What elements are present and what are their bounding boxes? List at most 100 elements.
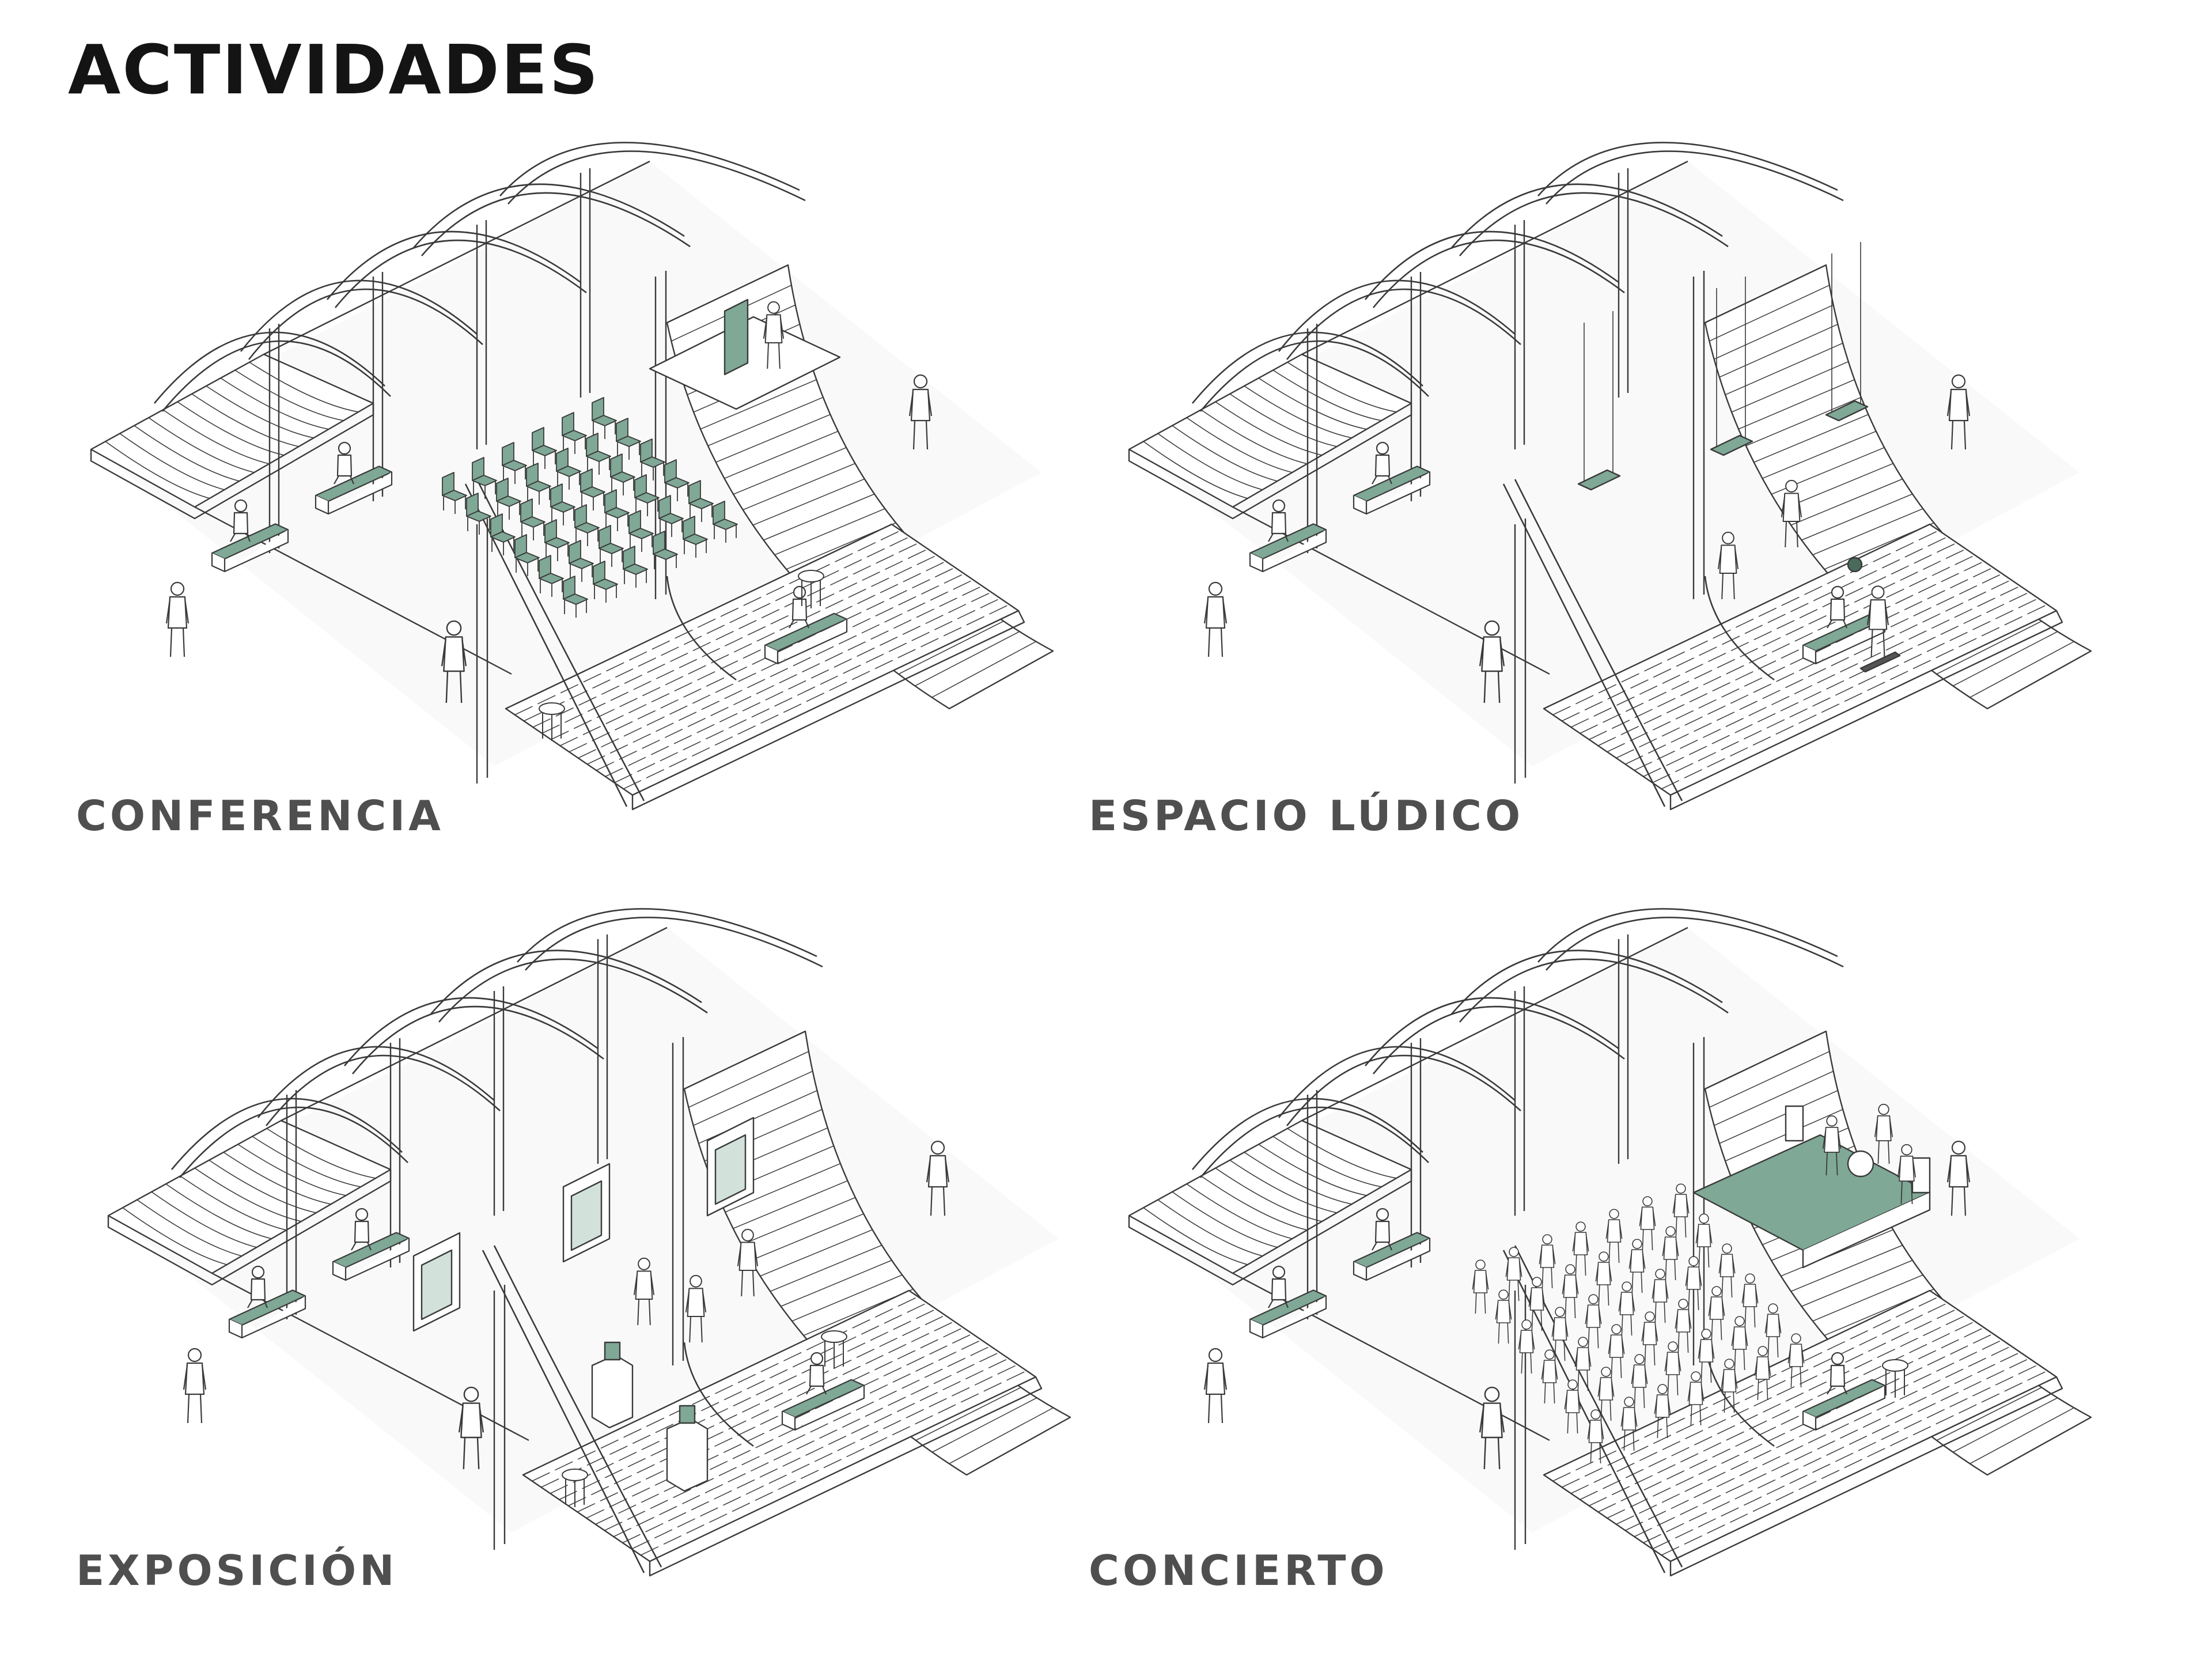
chair xyxy=(472,457,497,499)
person-figure xyxy=(1946,1140,1971,1216)
person-figure xyxy=(1708,1286,1725,1341)
person-figure xyxy=(1574,1337,1592,1391)
pavilion-play-space-drawing xyxy=(1128,142,2092,811)
arch-beams xyxy=(153,142,806,807)
panel-label-espacio-ludico: ESPACIO LÚDICO xyxy=(1089,792,1524,840)
panel-espacio-ludico: ESPACIO LÚDICO xyxy=(1089,109,2143,853)
chair xyxy=(562,412,587,454)
person-figure xyxy=(1664,1341,1681,1396)
bench xyxy=(1802,1379,1886,1431)
stool xyxy=(798,570,824,608)
stool xyxy=(821,1330,847,1369)
pedestal xyxy=(666,1417,709,1492)
column-frames xyxy=(268,168,667,784)
column-frames xyxy=(1306,934,1705,1550)
seated-figure xyxy=(806,1352,827,1395)
column-frames xyxy=(286,934,684,1550)
artwork xyxy=(714,1134,747,1205)
person-figure xyxy=(908,374,933,450)
activity-items xyxy=(183,1117,950,1507)
chair xyxy=(634,474,660,516)
arch-beams xyxy=(1191,142,1844,807)
person-figure xyxy=(1597,1367,1615,1421)
person-figure xyxy=(1203,581,1228,657)
activity-items xyxy=(1203,242,1971,703)
chair xyxy=(490,513,516,555)
chair xyxy=(610,453,635,495)
person-figure xyxy=(1652,1269,1669,1323)
person-figure xyxy=(1695,1213,1713,1268)
stool xyxy=(562,1469,588,1507)
person-figure xyxy=(165,581,190,657)
chair xyxy=(664,459,690,501)
floor-slatted-deck xyxy=(505,523,1025,811)
column-frames xyxy=(1306,168,1705,784)
panel-background xyxy=(97,161,1041,766)
person-figure xyxy=(1781,479,1802,548)
sculpture xyxy=(679,1405,696,1424)
person-figure xyxy=(1741,1273,1759,1328)
pavilion-structure xyxy=(107,908,1071,1577)
seated-figure xyxy=(351,1208,372,1251)
chair xyxy=(532,427,557,469)
person-figure xyxy=(1608,1324,1625,1379)
person-figure xyxy=(1495,1289,1512,1344)
person-figure xyxy=(1717,531,1739,600)
person-figure xyxy=(183,1348,207,1424)
person-figure xyxy=(1672,1183,1690,1238)
floor-slatted-deck xyxy=(1543,1289,2063,1577)
speaker xyxy=(1785,1105,1804,1142)
seated-figure xyxy=(230,499,251,542)
person-figure xyxy=(1754,1346,1771,1401)
person-figure xyxy=(1764,1303,1782,1358)
left-slatted-deck xyxy=(90,353,374,520)
seated-figure xyxy=(1372,1208,1393,1251)
person-figure xyxy=(1564,1379,1581,1434)
chair xyxy=(586,433,611,475)
chair xyxy=(604,489,630,531)
floor-slatted-deck xyxy=(1543,523,2063,811)
person-figure xyxy=(1731,1316,1748,1371)
person-figure xyxy=(737,1228,759,1297)
person-figure xyxy=(1551,1307,1569,1361)
person-figure xyxy=(1585,1294,1602,1349)
chair xyxy=(574,504,600,546)
panel-conferencia: CONFERENCIA xyxy=(74,109,1088,853)
chair xyxy=(556,448,581,490)
swing-rope xyxy=(1831,242,1861,415)
person-figure xyxy=(1874,1103,1893,1164)
person-figure xyxy=(1822,1115,1842,1176)
person-figure xyxy=(1685,1256,1702,1311)
chair xyxy=(688,480,714,522)
seated-figure xyxy=(1268,499,1289,542)
chair xyxy=(623,546,648,588)
chair xyxy=(658,495,684,537)
stool xyxy=(1882,1359,1908,1398)
swing-seat xyxy=(1825,400,1869,422)
person-figure xyxy=(1605,1209,1623,1263)
person-figure xyxy=(441,620,467,703)
panel-background xyxy=(1135,161,2080,766)
person-figure xyxy=(1698,1329,1715,1383)
chair xyxy=(599,525,624,567)
activity-items xyxy=(1203,1103,1971,1470)
person-figure xyxy=(1587,1409,1604,1464)
person-figure xyxy=(1721,1359,1738,1413)
stool xyxy=(539,702,565,741)
chair xyxy=(539,555,564,597)
chair xyxy=(563,576,588,618)
chair xyxy=(514,534,540,576)
panel-label-exposicion: EXPOSICIÓN xyxy=(76,1546,398,1595)
left-slatted-deck xyxy=(1128,1119,1412,1286)
person-figure xyxy=(1662,1226,1679,1281)
seated-figure xyxy=(334,441,355,485)
swing-seat xyxy=(1577,469,1621,491)
pedestal xyxy=(591,1354,634,1429)
swing-seat xyxy=(1710,434,1753,456)
person-figure xyxy=(763,301,785,369)
chair xyxy=(526,463,551,505)
chair xyxy=(502,442,527,484)
floor-slatted-deck xyxy=(522,1289,1043,1577)
chair xyxy=(520,498,546,540)
lectern xyxy=(724,298,749,376)
